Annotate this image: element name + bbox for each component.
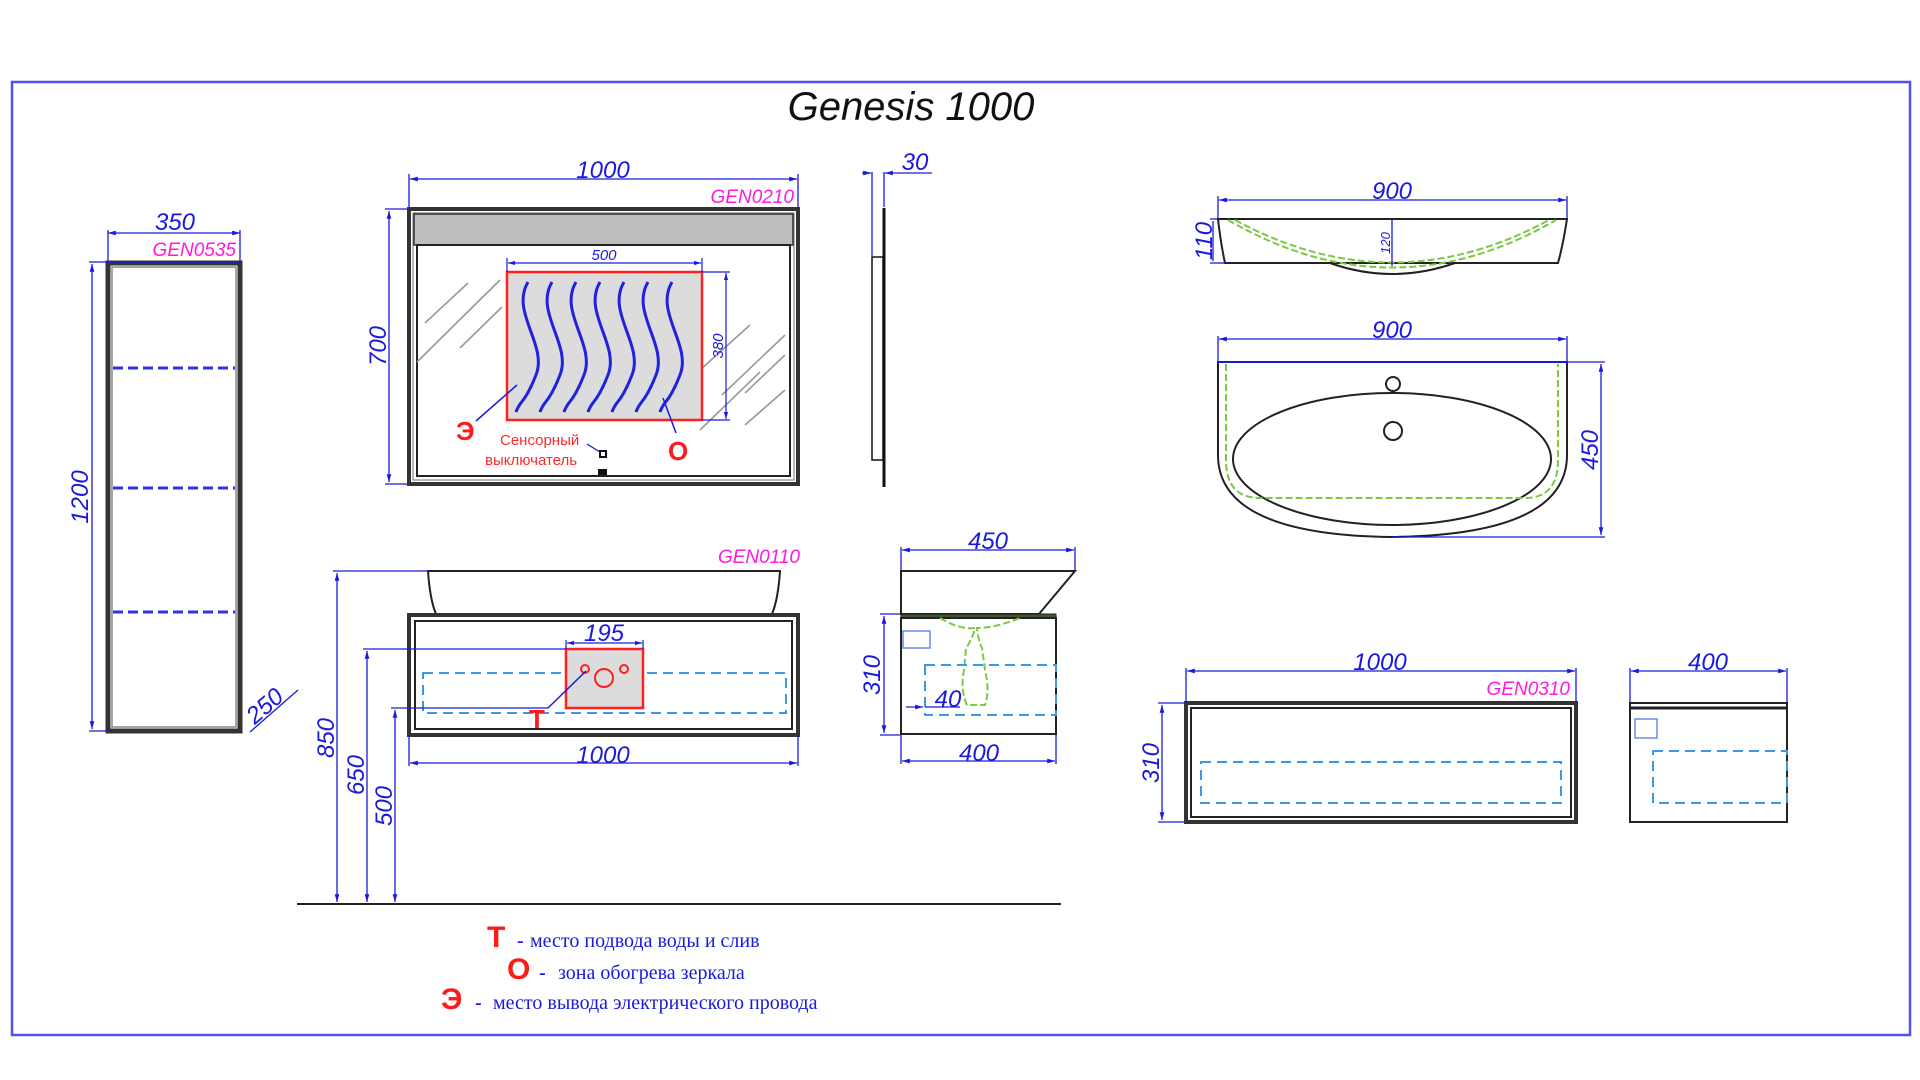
plumbing-width-label: 195 bbox=[584, 620, 625, 647]
overflow-hole-icon bbox=[1383, 421, 1403, 441]
tall-cabinet-height-label: 1200 bbox=[67, 470, 94, 524]
switch-label-line2: выключатель bbox=[485, 452, 577, 469]
vanity-side-top-depth-label: 450 bbox=[968, 528, 1009, 555]
drawer-front-drawing: 1000 GEN0310 310 bbox=[1138, 649, 1578, 824]
siphon-icon bbox=[1634, 718, 1658, 739]
legend-separator: - bbox=[517, 930, 524, 952]
legend-separator: - bbox=[539, 962, 546, 984]
heat-wave-line bbox=[586, 281, 612, 413]
siphon-icon bbox=[902, 630, 931, 649]
legend-text-water: место подвода воды и слив bbox=[530, 930, 760, 952]
heat-wave-line bbox=[514, 281, 540, 413]
marker-e-mirror: Э bbox=[456, 416, 475, 446]
heat-zone-height-label: 380 bbox=[710, 333, 727, 359]
plumbing-zone bbox=[564, 647, 645, 710]
drawing-title: Genesis 1000 bbox=[788, 85, 1035, 129]
mirror-drawing: 500 380 Э О Сенсорный выключатель 1000 G… bbox=[365, 157, 800, 486]
tall-cabinet-drawing: 350 GEN0535 1200 250 bbox=[67, 209, 299, 734]
drawing-frame bbox=[10, 80, 1912, 1037]
vanity-width-label: 1000 bbox=[576, 742, 630, 769]
heat-wave-line bbox=[610, 281, 636, 413]
mirror-code-label: GEN0210 bbox=[711, 187, 795, 208]
drawer-code-label: GEN0310 bbox=[1487, 679, 1571, 700]
drawer-side-drawing: 400 bbox=[1629, 649, 1788, 823]
legend-marker-e: Э bbox=[441, 983, 462, 1016]
vanity-side-offset-label: 40 bbox=[935, 686, 962, 713]
legend-marker-t: Т bbox=[487, 921, 505, 954]
legend-marker-o: О bbox=[507, 953, 530, 986]
tall-cabinet-code-label: GEN0535 bbox=[153, 240, 237, 261]
vanity-side-drawing: 40 450 400 310 bbox=[859, 528, 1078, 767]
legend-item-heat: О - зона обогрева зеркала bbox=[507, 953, 745, 986]
basin-top-width-label: 900 bbox=[1372, 317, 1413, 344]
basin-side-width-label: 900 bbox=[1372, 178, 1413, 205]
mirror-height-label: 700 bbox=[365, 325, 392, 366]
mirror-light-strip bbox=[413, 213, 794, 246]
basin-side-height-label: 110 bbox=[1191, 221, 1218, 260]
basin-top-drawing: 900 450 bbox=[1217, 317, 1605, 539]
legend-text-heat: зона обогрева зеркала bbox=[558, 962, 745, 984]
tap-hole-icon bbox=[1385, 376, 1401, 392]
mirror-depth-label: 30 bbox=[902, 149, 929, 176]
vanity-code-label: GEN0110 bbox=[718, 547, 800, 568]
vanity-front-drawing: GEN0110 Т 195 1000 850 650 500 bbox=[297, 547, 1061, 905]
drawer-width-label: 1000 bbox=[1353, 649, 1407, 676]
vanity-height-850-label: 850 bbox=[313, 717, 340, 758]
touch-switch-icon bbox=[599, 450, 607, 458]
vanity-side-body-depth-label: 400 bbox=[959, 740, 1000, 767]
marker-o-mirror: О bbox=[668, 436, 688, 466]
switch-sensor-icon bbox=[598, 469, 607, 475]
heat-wave-line bbox=[538, 281, 564, 413]
drawer-depth-label: 400 bbox=[1688, 649, 1729, 676]
mirror-side-drawing: 30 bbox=[862, 149, 932, 487]
vanity-side-height-label: 310 bbox=[859, 654, 886, 695]
legend-item-water: Т - место подвода воды и слив bbox=[487, 921, 760, 954]
legend-separator: - bbox=[475, 992, 482, 1014]
basin-top-depth-label: 450 bbox=[1577, 429, 1604, 470]
heat-zone-width-label: 500 bbox=[591, 247, 617, 264]
tall-cabinet-depth-label: 250 bbox=[240, 683, 289, 731]
heat-wave-line bbox=[634, 281, 660, 413]
switch-label-line1: Сенсорный bbox=[500, 432, 579, 449]
marker-t-vanity: Т bbox=[529, 704, 545, 734]
vanity-height-650-label: 650 bbox=[343, 754, 370, 795]
mirror-width-label: 1000 bbox=[576, 157, 630, 184]
legend-text-electric: место вывода электрического провода bbox=[493, 992, 818, 1014]
heat-wave-line bbox=[562, 281, 588, 413]
legend: Т - место подвода воды и слив О - зона о… bbox=[441, 921, 818, 1016]
basin-side-drawing: 120 900 110 bbox=[1191, 178, 1569, 275]
vanity-height-500-label: 500 bbox=[371, 785, 398, 826]
tall-cabinet-width-label: 350 bbox=[155, 209, 196, 236]
basin-bowl-depth-label: 120 bbox=[1378, 231, 1393, 253]
legend-item-electric: Э - место вывода электрического провода bbox=[441, 983, 818, 1016]
drawer-height-label: 310 bbox=[1138, 742, 1165, 783]
